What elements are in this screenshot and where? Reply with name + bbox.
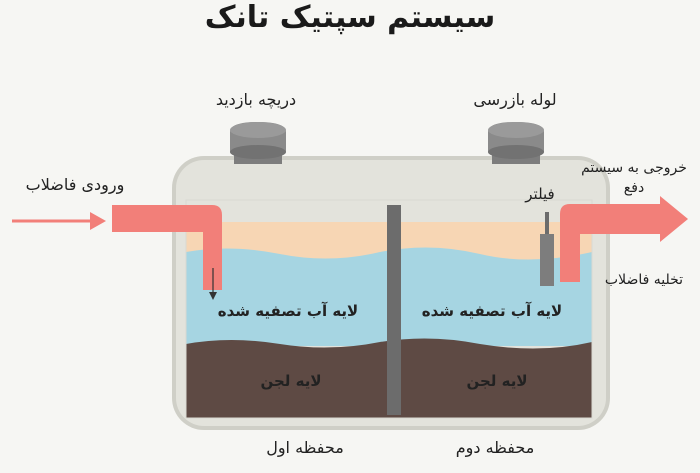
outlet-label-line1: خروجی به سیستم xyxy=(581,160,687,176)
sludge-left-label: لایه لجن xyxy=(260,372,322,390)
inlet-flow-arrow xyxy=(209,268,217,300)
outlet-arrow xyxy=(660,196,688,242)
inspection-pipe-label: لوله بازرسی xyxy=(473,90,557,109)
inlet-arrow xyxy=(12,212,106,230)
sewage-inlet-label: ورودی فاضلاب xyxy=(25,175,125,194)
divider-wall xyxy=(387,205,401,415)
filter-label: فیلتر xyxy=(525,185,555,203)
sludge-right-label: لایه لجن xyxy=(466,372,528,390)
filter xyxy=(540,212,554,286)
treated-water-right-label: لایه آب تصفیه شده xyxy=(421,302,563,320)
inspection-pipe-lid xyxy=(488,122,544,164)
chamber-two-label: محفظه دوم xyxy=(455,438,535,457)
inspection-hatch-label: دریچه بازدید xyxy=(215,90,297,109)
outlet-label-line2: دفع xyxy=(623,180,645,196)
inspection-hatch-lid xyxy=(230,122,286,164)
sewage-drain-label: تخلیه فاضلاب xyxy=(604,272,684,288)
chamber-one-label: محفظه اول xyxy=(266,438,344,457)
treated-water-left-label: لایه آب تصفیه شده xyxy=(217,302,359,320)
inlet-pipe xyxy=(112,205,222,290)
outlet-pipe xyxy=(560,204,662,282)
diagram-title: سیستم سپتیک تانک xyxy=(204,0,496,35)
